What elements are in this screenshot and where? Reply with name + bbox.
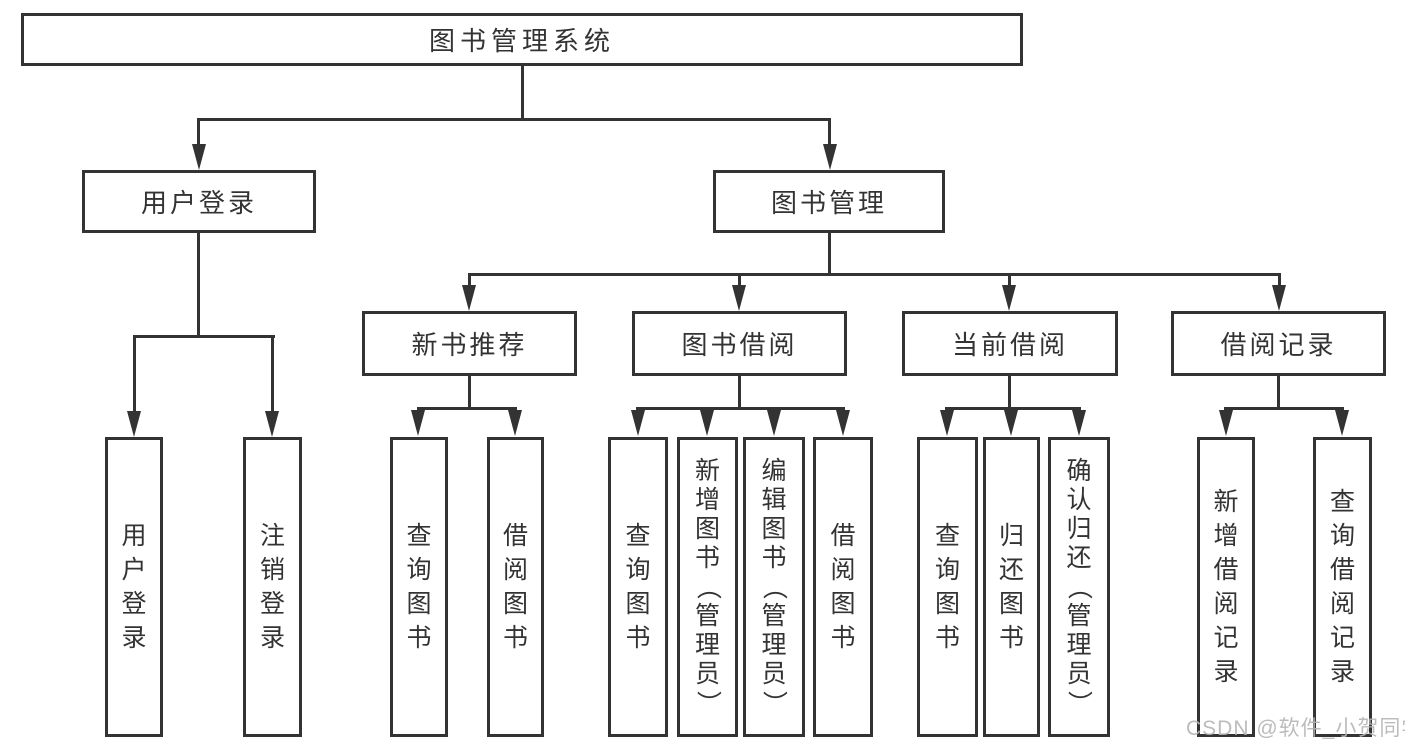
arrowhead-records-add [1219,410,1233,436]
leaf-current-query: 查询图书 [917,437,978,737]
connector-borrow-stub [738,376,741,410]
leaf-records-query-label: 查询借阅记录 [1329,488,1355,686]
node-book-management: 图书管理 [713,170,945,233]
leaf-records-query: 查询借阅记录 [1313,437,1372,737]
csdn-watermark: CSDN @软件_小贺同学 [1186,717,1405,740]
leaf-newbook-borrow-label: 借阅图书 [502,522,528,652]
node-book-borrow: 图书借阅 [632,311,847,376]
leaf-current-query-label: 查询图书 [934,522,960,652]
arrowhead-book-borrow [732,285,746,311]
arrowhead-newbook-query [411,410,425,436]
node-new-book-recommend-label: 新书推荐 [411,330,528,360]
arrowhead-borrow-query [631,410,645,436]
connector-bookmgmt-drop-4 [1278,273,1281,289]
leaf-current-return: 归还图书 [983,437,1040,737]
arrowhead-leaf-login [127,411,141,437]
connector-root-rail [198,118,831,121]
connector-bookmgmt-rail [468,273,1281,276]
leaf-user-logout-label: 注销登录 [259,522,285,652]
leaf-newbook-query-label: 查询图书 [406,522,432,652]
node-current-borrow-label: 当前借阅 [951,330,1068,360]
leaf-borrow-query: 查询图书 [608,437,668,737]
connector-bookmgmt-drop-2 [738,273,741,289]
arrowhead-current-confirm [1072,410,1086,436]
connector-root-drop-left [197,118,200,146]
arrowhead-borrow-records [1272,285,1286,311]
node-root: 图书管理系统 [21,13,1023,66]
leaf-borrow-query-label: 查询图书 [625,522,651,652]
node-borrow-records-label: 借阅记录 [1220,330,1337,360]
node-user-login: 用户登录 [82,170,316,233]
node-book-borrow-label: 图书借阅 [681,330,798,360]
connector-borrow-rail [636,407,845,410]
connector-records-rail [1224,407,1344,410]
leaf-records-add-label: 新增借阅记录 [1213,488,1239,686]
node-book-management-label: 图书管理 [770,188,887,218]
connector-userlogin-rail [133,335,275,338]
leaf-records-add: 新增借阅记录 [1197,437,1255,737]
connector-current-stub [1008,376,1011,410]
leaf-newbook-query: 查询图书 [390,437,448,737]
connector-bookmgmt-stub [828,233,831,275]
leaf-user-logout: 注销登录 [243,437,302,737]
leaf-current-return-label: 归还图书 [998,522,1024,652]
connector-current-rail [945,407,1081,410]
node-root-label: 图书管理系统 [428,26,615,56]
arrowhead-current-borrow [1002,285,1016,311]
arrowhead-current-return [1004,410,1018,436]
leaf-borrow-edit: 编辑图书（管理员） [743,437,805,737]
connector-bookmgmt-drop-1 [468,273,471,289]
leaf-borrow-borrow: 借阅图书 [813,437,873,737]
node-current-borrow: 当前借阅 [902,311,1118,376]
leaf-user-login: 用户登录 [105,437,163,737]
connector-newbook-stub [468,376,471,410]
node-user-login-label: 用户登录 [140,188,257,218]
connector-userlogin-stub [197,233,200,337]
node-borrow-records: 借阅记录 [1171,311,1386,376]
leaf-newbook-borrow: 借阅图书 [487,437,544,737]
arrowhead-borrow-borrow [836,410,850,436]
connector-userlogin-drop-1 [133,335,136,413]
arrowhead-current-query [940,410,954,436]
leaf-borrow-add: 新增图书（管理员） [677,437,738,737]
leaf-current-confirm: 确认归还（管理员） [1048,437,1110,737]
leaf-user-login-label: 用户登录 [121,522,147,652]
arrowhead-new-book-recommend [462,285,476,311]
arrowhead-borrow-edit [767,410,781,436]
connector-bookmgmt-drop-3 [1008,273,1011,289]
arrowhead-records-query [1335,410,1349,436]
connector-root-stub [521,65,524,121]
leaf-borrow-edit-label: 编辑图书（管理员） [760,457,788,716]
arrowhead-newbook-borrow [508,410,522,436]
connector-root-drop-right [828,118,831,146]
arrowhead-book-management [823,144,837,170]
connector-userlogin-drop-2 [271,335,274,413]
arrowhead-borrow-add [700,410,714,436]
leaf-borrow-borrow-label: 借阅图书 [830,522,856,652]
connector-newbook-rail [417,407,517,410]
arrowhead-user-login [192,144,206,170]
arrowhead-leaf-logout [265,411,279,437]
connector-records-stub [1277,376,1280,410]
leaf-borrow-add-label: 新增图书（管理员） [693,457,722,716]
leaf-current-confirm-label: 确认归还（管理员） [1065,457,1093,716]
node-new-book-recommend: 新书推荐 [362,311,577,376]
